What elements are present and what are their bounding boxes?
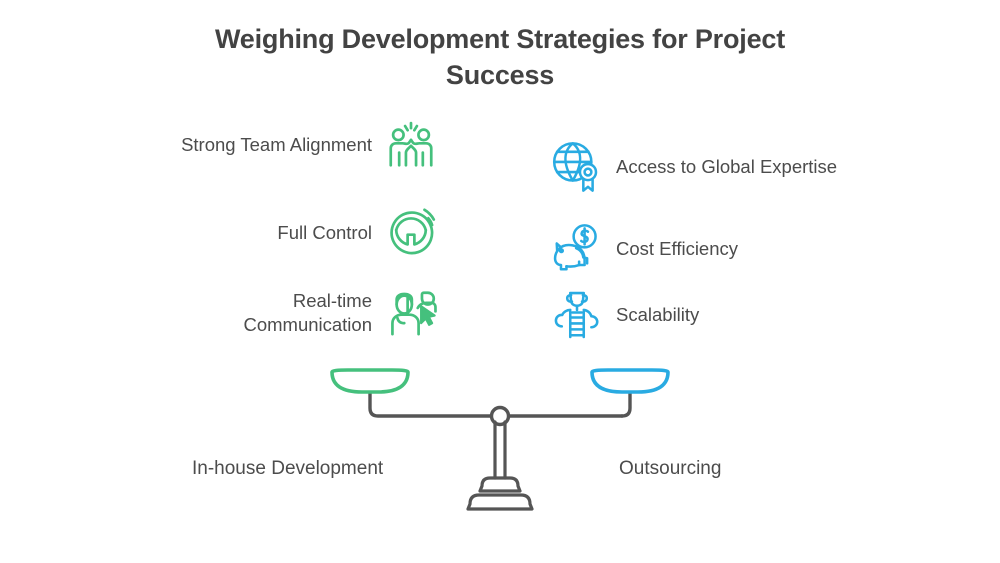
feature-item-scalability[interactable]: Scalability bbox=[550, 288, 699, 342]
feature-label-full-control: Full Control bbox=[277, 221, 372, 243]
scale-base bbox=[466, 420, 534, 511]
feature-item-strong-team-alignment[interactable]: Strong Team Alignment bbox=[181, 118, 438, 172]
feature-item-access-to-global-expertise[interactable]: Access to Global Expertise bbox=[550, 140, 837, 194]
ladder-trophy-cloud-icon bbox=[554, 291, 599, 339]
people-cursor-icon bbox=[391, 291, 437, 336]
globe-award-icon bbox=[552, 142, 598, 192]
feature-label-strong-team-alignment: Strong Team Alignment bbox=[181, 133, 372, 155]
bottom-label-outsourcing: Outsourcing bbox=[619, 458, 722, 479]
left-pan bbox=[330, 368, 410, 394]
feature-item-full-control[interactable]: Full Control bbox=[277, 206, 438, 260]
bottom-label-in-house-development: In-house Development bbox=[192, 458, 384, 479]
feature-label-scalability: Scalability bbox=[616, 303, 700, 325]
steering-wheel-icon bbox=[390, 208, 436, 255]
feature-item-cost-efficiency[interactable]: Cost Efficiency bbox=[550, 222, 738, 276]
page-title: Weighing Development Strategies for Proj… bbox=[214, 24, 785, 90]
feature-item-real-time-communication[interactable]: Real-time Communication bbox=[170, 286, 438, 340]
right-pan bbox=[590, 368, 670, 394]
balance-scale-icon bbox=[330, 368, 670, 511]
pivot-circle bbox=[489, 405, 511, 427]
teamwork-highfive-icon bbox=[389, 121, 433, 167]
feature-label-cost-efficiency: Cost Efficiency bbox=[616, 237, 739, 259]
feature-label-access-to-global-expertise: Access to Global Expertise bbox=[616, 155, 838, 177]
feature-label-real-time-communication: Real-time Communication bbox=[243, 289, 372, 335]
piggy-bank-dollar-icon bbox=[553, 224, 597, 271]
balance-beam bbox=[368, 376, 632, 418]
title-block: Weighing Development Strategies for Proj… bbox=[180, 22, 820, 93]
